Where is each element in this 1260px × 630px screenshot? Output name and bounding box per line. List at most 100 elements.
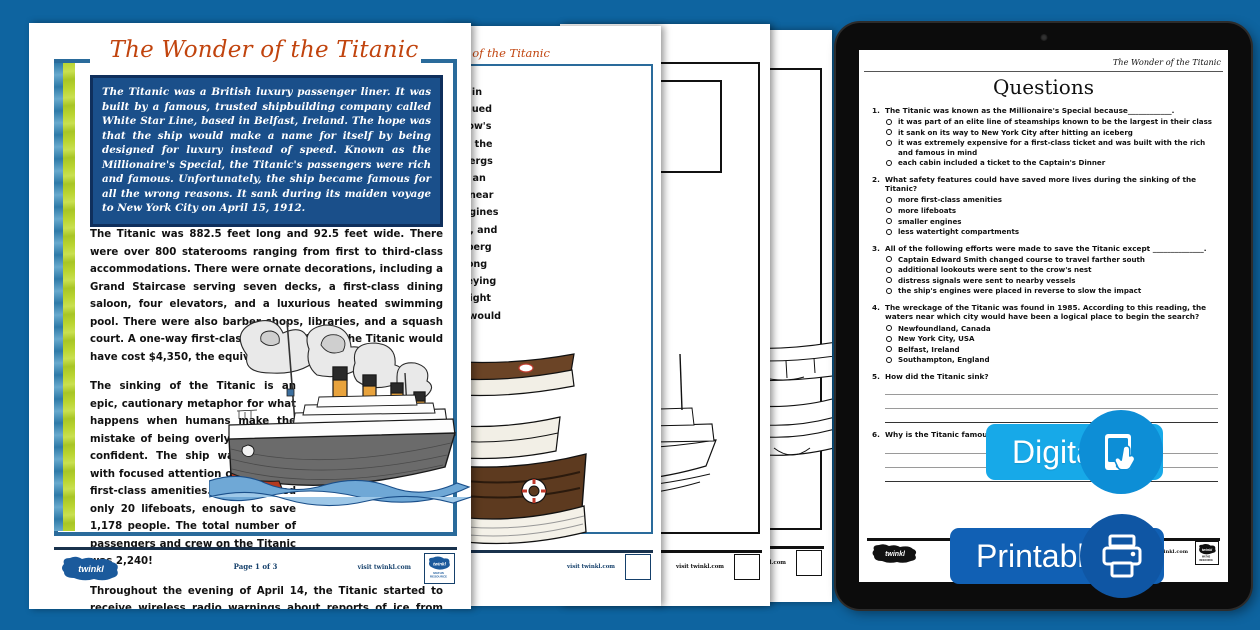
paragraph-3: Throughout the evening of April 14, the … bbox=[90, 585, 443, 610]
radio-button-icon[interactable] bbox=[886, 129, 892, 136]
radio-button-icon[interactable] bbox=[886, 346, 892, 353]
svg-text:twinkl: twinkl bbox=[1202, 548, 1213, 552]
question-option[interactable]: each cabin included a ticket to the Capt… bbox=[885, 158, 1218, 167]
question-number: 3. bbox=[872, 243, 880, 253]
radio-button-icon[interactable] bbox=[886, 218, 892, 225]
question-option[interactable]: it was extremely expensive for a first-c… bbox=[885, 138, 1218, 157]
printable-badge[interactable]: Printable bbox=[950, 514, 1165, 598]
radio-button-icon[interactable] bbox=[886, 325, 892, 332]
tablet-device[interactable]: The Wonder of the Titanic Questions 1. Th… bbox=[836, 23, 1251, 609]
question-text: How did the Titanic sink? bbox=[885, 371, 989, 381]
radio-button-icon[interactable] bbox=[886, 139, 892, 146]
question-option-label: Captain Edward Smith changed course to t… bbox=[898, 254, 1145, 264]
question-option[interactable]: it sank on its way to New York City afte… bbox=[885, 128, 1218, 137]
footer-rule bbox=[566, 550, 762, 553]
question-option-label: it sank on its way to New York City afte… bbox=[898, 127, 1133, 137]
question-number: 2. bbox=[872, 174, 880, 184]
question-option[interactable]: smaller engines bbox=[885, 217, 1218, 226]
radio-button-icon[interactable] bbox=[886, 356, 892, 363]
question-option-label: New York City, USA bbox=[898, 334, 975, 344]
lifeboat-color-large bbox=[446, 453, 587, 545]
question-option-label: less watertight compartments bbox=[898, 227, 1020, 237]
svg-text:twinkl: twinkl bbox=[885, 551, 906, 558]
tablet-screen[interactable]: The Wonder of the Titanic Questions 1. Th… bbox=[859, 50, 1228, 582]
radio-button-icon[interactable] bbox=[886, 228, 892, 235]
question-option-label: more lifeboats bbox=[898, 205, 957, 215]
question-option-label: it was part of an elite line of steamshi… bbox=[898, 117, 1213, 127]
question-option-label: it was extremely expensive for a first-c… bbox=[898, 138, 1206, 157]
visit-link[interactable]: visit twinkl.com bbox=[1143, 549, 1189, 555]
radio-button-icon[interactable] bbox=[886, 256, 892, 263]
svg-text:RESOURCE: RESOURCE bbox=[430, 574, 447, 578]
question-text: The Titanic was known as the Millionaire… bbox=[885, 106, 1175, 115]
question-option[interactable]: it was part of an elite line of steamshi… bbox=[885, 117, 1218, 126]
svg-text:RESOURCE: RESOURCE bbox=[1199, 559, 1213, 562]
radio-button-icon[interactable] bbox=[886, 287, 892, 294]
digital-badge[interactable]: Digital bbox=[986, 410, 1163, 494]
radio-button-icon[interactable] bbox=[886, 196, 892, 203]
radio-button-icon[interactable] bbox=[886, 335, 892, 342]
question-number: 1. bbox=[872, 106, 880, 115]
question-option[interactable]: the ship's engines were placed in revers… bbox=[885, 286, 1218, 295]
tablet-touch-icon bbox=[1104, 434, 1136, 471]
twinkl-badge bbox=[625, 554, 651, 580]
twinkl-logo[interactable]: twinkl bbox=[60, 556, 122, 582]
question-option-label: Belfast, Ireland bbox=[898, 344, 960, 354]
rope-border-decoration bbox=[54, 63, 75, 531]
questions-page-title: Questions bbox=[993, 75, 1094, 99]
twinkl-badge bbox=[734, 554, 760, 580]
question-number: 6. bbox=[872, 430, 880, 440]
paragraph-2: The sinking of the Titanic is an epic, c… bbox=[90, 381, 296, 567]
question-option-label: distress signals were sent to nearby ves… bbox=[898, 275, 1076, 285]
footer-rule bbox=[452, 550, 653, 553]
question-option[interactable]: distress signals were sent to nearby ves… bbox=[885, 276, 1218, 285]
question-option-label: additional lookouts were sent to the cro… bbox=[898, 265, 1092, 275]
twinkl-logo[interactable]: twinkl bbox=[871, 544, 919, 564]
svg-text:twinkl: twinkl bbox=[433, 562, 447, 567]
radio-button-icon[interactable] bbox=[886, 118, 892, 125]
question-option-label: smaller engines bbox=[898, 216, 962, 226]
question-option[interactable]: Belfast, Ireland bbox=[885, 345, 1218, 354]
question-option[interactable]: more first-class amenities bbox=[885, 195, 1218, 204]
footer-rule bbox=[54, 547, 457, 550]
question-option-label: Newfoundland, Canada bbox=[898, 323, 991, 333]
question-option[interactable]: Newfoundland, Canada bbox=[885, 324, 1218, 333]
digital-badge-circle bbox=[1078, 410, 1163, 494]
visit-link[interactable]: visit twinkl.com bbox=[357, 564, 411, 571]
question-option[interactable]: more lifeboats bbox=[885, 206, 1218, 215]
answer-line[interactable] bbox=[885, 383, 1218, 396]
answer-line[interactable] bbox=[885, 470, 1218, 482]
question-item: 3. All of the following efforts were made… bbox=[872, 244, 1218, 296]
visit-link[interactable]: visit twinkl.com bbox=[676, 564, 724, 570]
question-option[interactable]: additional lookouts were sent to the cro… bbox=[885, 265, 1218, 274]
worksheet-page-1[interactable]: The Wonder of the Titanic The Titanic wa… bbox=[29, 23, 471, 609]
visit-link[interactable]: visit twinkl.com bbox=[567, 564, 615, 570]
page-title: The Wonder of the Titanic bbox=[109, 37, 419, 63]
page2-footer: visit twinkl.com bbox=[452, 550, 653, 592]
intro-callout-box: The Titanic was a British luxury passeng… bbox=[90, 75, 443, 227]
twinkl-badge bbox=[796, 550, 822, 576]
questions-header-title: The Wonder of the Titanic bbox=[1112, 57, 1221, 67]
question-option[interactable]: Southampton, England bbox=[885, 355, 1218, 364]
answer-line[interactable] bbox=[885, 397, 1218, 410]
radio-button-icon[interactable] bbox=[886, 266, 892, 273]
question-text: All of the following efforts were made t… bbox=[885, 243, 1207, 253]
answer-line[interactable] bbox=[885, 411, 1218, 424]
svg-text:MATHS: MATHS bbox=[1202, 556, 1211, 559]
radio-button-icon[interactable] bbox=[886, 207, 892, 214]
header-rule bbox=[864, 71, 1223, 72]
question-number: 5. bbox=[872, 371, 880, 381]
question-number: 4. bbox=[872, 302, 880, 312]
camera-icon bbox=[1040, 34, 1047, 41]
printer-icon bbox=[1102, 534, 1142, 578]
question-option[interactable]: less watertight compartments bbox=[885, 227, 1218, 236]
question-option[interactable]: New York City, USA bbox=[885, 334, 1218, 343]
page3-footer: visit twinkl.com bbox=[566, 550, 762, 592]
page-number: Page 1 of 3 bbox=[233, 562, 278, 571]
svg-text:MATHS: MATHS bbox=[433, 571, 444, 575]
radio-button-icon[interactable] bbox=[886, 277, 892, 284]
question-text: The wreckage of the Titanic was found in… bbox=[885, 302, 1207, 322]
radio-button-icon[interactable] bbox=[886, 159, 892, 166]
question-option[interactable]: Captain Edward Smith changed course to t… bbox=[885, 255, 1218, 264]
worksheet-page-2[interactable]: The Wonder of the Titanic Two lookouts i… bbox=[446, 26, 661, 606]
